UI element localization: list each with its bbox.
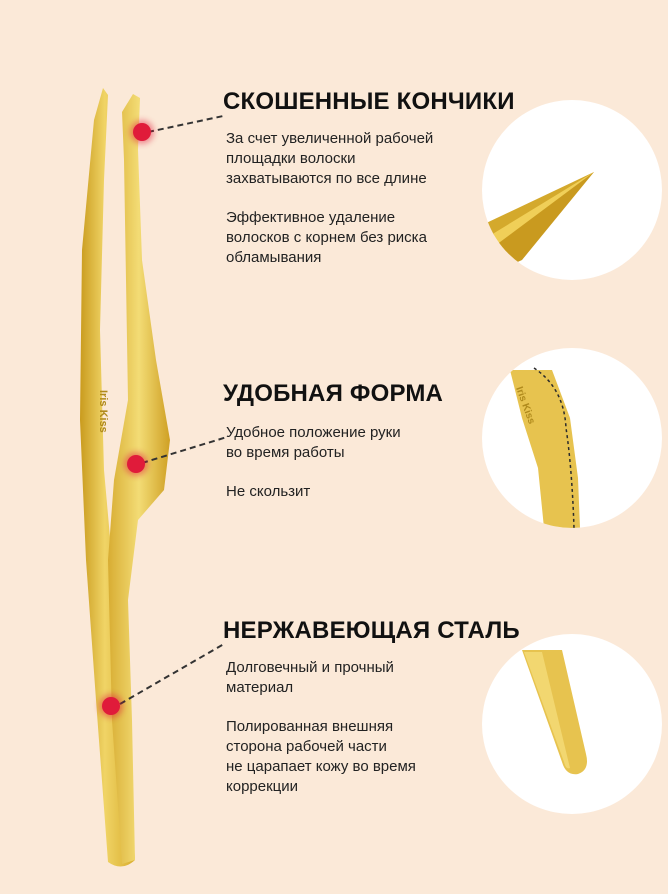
section-title: НЕРЖАВЕЮЩАЯ СТАЛЬ [223, 617, 520, 644]
section-title: СКОШЕННЫЕ КОНЧИКИ [223, 88, 515, 115]
marker-dot [102, 697, 120, 715]
section-paragraph: Не скользит [226, 483, 311, 500]
tweezer-grip-detail: Iris Kiss [510, 367, 580, 528]
tweezer-tip-detail [482, 172, 594, 270]
tweezer-end-detail [522, 650, 587, 775]
detail-circle-tips [482, 100, 662, 280]
marker-dot [127, 455, 145, 473]
detail-circle-steel [482, 634, 662, 814]
section-paragraph: Удобное положение руки во время работы [226, 424, 401, 461]
section-title: УДОБНАЯ ФОРМА [223, 380, 444, 407]
section-paragraph: Полированная внешняя сторона рабочей час… [226, 718, 416, 795]
marker-dot [133, 123, 151, 141]
detail-circle-shape: Iris Kiss [482, 348, 662, 528]
section-paragraph: Долговечный и прочный материал [226, 659, 394, 696]
section-paragraph: Эффективное удаление волосков с корнем б… [226, 209, 427, 266]
section-paragraph: За счет увеличенной рабочей площадки вол… [226, 130, 434, 187]
svg-text:Iris Kiss: Iris Kiss [97, 390, 109, 433]
